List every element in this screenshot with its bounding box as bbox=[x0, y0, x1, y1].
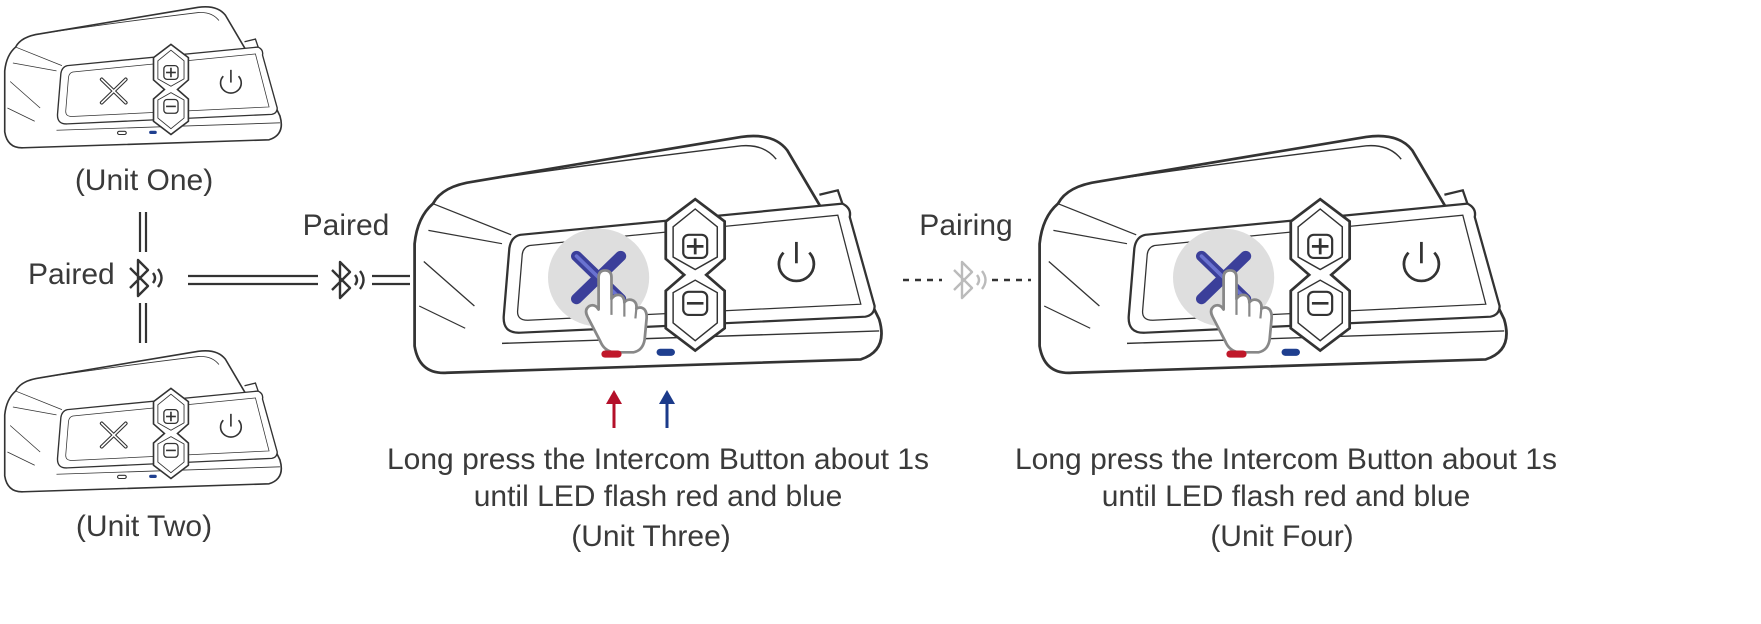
unit-three-instruction-line2: until LED flash red and blue bbox=[473, 480, 843, 513]
up-arrow-icon bbox=[659, 390, 675, 428]
unit-three-instruction-line1: Long press the Intercom Button about 1s bbox=[386, 443, 930, 476]
vertical-link-top bbox=[138, 212, 148, 252]
unit-three-caption: (Unit Three) bbox=[571, 520, 731, 553]
pairing-label: Pairing bbox=[919, 209, 1013, 242]
bluetooth-icon bbox=[330, 260, 365, 300]
unit-one-device bbox=[3, 5, 283, 149]
horizontal-link-paired bbox=[188, 274, 410, 286]
unit-two-device bbox=[3, 349, 283, 493]
unit-two-caption: (Unit Two) bbox=[75, 510, 213, 543]
bluetooth-icon bbox=[952, 260, 987, 300]
unit-one-caption: (Unit One) bbox=[74, 164, 214, 197]
paired-label-middle: Paired bbox=[302, 209, 390, 242]
unit-three-device bbox=[413, 134, 883, 375]
paired-label-left: Paired bbox=[28, 258, 115, 291]
unit-four-device bbox=[1038, 134, 1508, 375]
unit-four-instruction-line1: Long press the Intercom Button about 1s bbox=[1014, 443, 1558, 476]
unit-four-caption: (Unit Four) bbox=[1210, 520, 1354, 553]
up-arrow-icon bbox=[606, 390, 622, 428]
unit-four-instruction-line2: until LED flash red and blue bbox=[1101, 480, 1471, 513]
vertical-link-bottom bbox=[138, 303, 148, 343]
bluetooth-icon bbox=[128, 258, 163, 298]
